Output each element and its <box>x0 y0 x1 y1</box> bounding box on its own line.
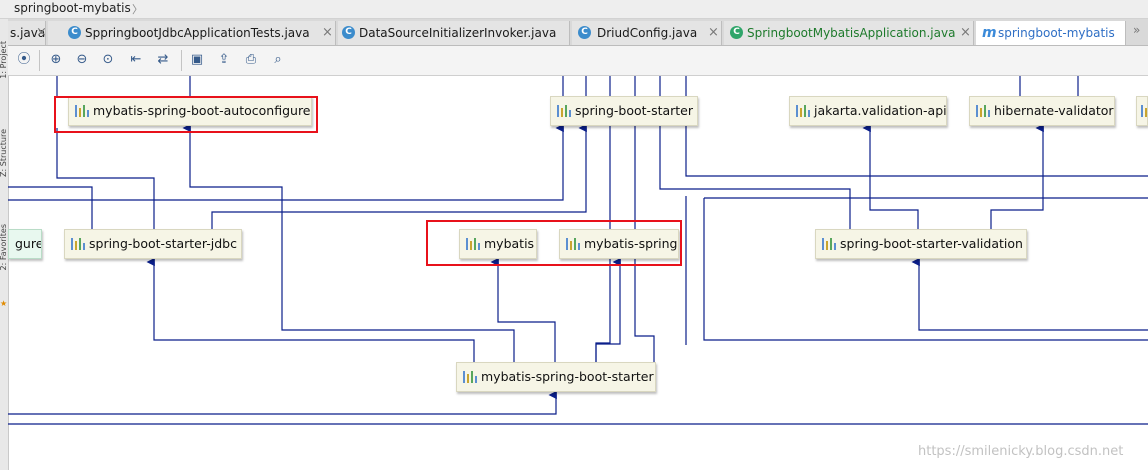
watermark: https://smilenicky.blog.csdn.net <box>918 444 1124 459</box>
zoom-out-icon[interactable]: ⊖ <box>76 52 88 67</box>
preview-icon[interactable]: ⌕ <box>274 52 282 67</box>
node-spring-boot-starter-jdbc[interactable]: spring-boot-starter-jdbc <box>64 229 242 259</box>
node-spring-boot-starter[interactable]: spring-boot-starter <box>550 96 698 126</box>
tab-label: springboot-mybatis <box>998 26 1115 40</box>
node-label: mybatis-spring <box>584 236 678 251</box>
close-icon[interactable]: × <box>36 25 46 40</box>
editor-tab-bar: s.java × C SppringbootJdbcApplicationTes… <box>8 19 1148 46</box>
node-offscreen-right[interactable] <box>1136 96 1148 126</box>
tab-label: s.java <box>10 26 46 40</box>
tab-datasource-initializer-invoker[interactable]: C DataSourceInitializerInvoker.java <box>338 21 570 45</box>
close-icon[interactable]: × <box>708 25 719 40</box>
tab-label: DriudConfig.java <box>597 26 698 40</box>
toolbar-separator <box>39 50 40 71</box>
zoom-in-icon[interactable]: ⊕ <box>50 52 62 67</box>
node-label: spring-boot-starter <box>575 103 694 118</box>
node-label: jakarta.validation-api <box>814 103 947 118</box>
node-spring-boot-starter-validation[interactable]: spring-boot-starter-validation <box>815 229 1027 259</box>
node-mybatis-spring-boot-autoconfigure[interactable]: mybatis-spring-boot-autoconfigure <box>68 96 312 126</box>
diagram-toolbar: ⦿ ⊕ ⊖ ⊙ ⇤ ⇄ ▣ ⇪ ⎙ ⌕ <box>8 46 1148 76</box>
tab-label: SpringbootMybatisApplication.java <box>747 26 956 40</box>
close-icon[interactable]: × <box>322 25 333 40</box>
node-label: spring-boot-starter-jdbc <box>89 236 237 251</box>
toolbar-separator <box>181 50 182 71</box>
tab-springboot-mybatis-application[interactable]: C SpringbootMybatisApplication.java × <box>724 21 974 45</box>
star-icon: ★ <box>0 299 8 308</box>
tab-label: SppringbootJdbcApplicationTests.java <box>85 26 310 40</box>
library-icon <box>71 238 85 250</box>
class-icon: C <box>68 26 81 39</box>
node-mybatis-spring-boot-starter[interactable]: mybatis-spring-boot-starter <box>456 362 656 392</box>
node-jakarta-validation-api[interactable]: jakarta.validation-api <box>789 96 947 126</box>
library-icon <box>796 105 810 117</box>
library-icon <box>976 105 990 117</box>
tab-label: DataSourceInitializerInvoker.java <box>359 26 557 40</box>
chevron-right-icon: 〉 <box>132 3 143 16</box>
apply-layout-icon[interactable]: ⇄ <box>157 52 169 67</box>
node-label: mybatis <box>484 236 535 251</box>
library-icon <box>566 238 580 250</box>
node-mybatis-spring[interactable]: mybatis-spring <box>559 229 679 259</box>
tab-springboot-mybatis[interactable]: m springboot-mybatis <box>976 21 1126 45</box>
node-mybatis[interactable]: mybatis <box>459 229 537 259</box>
actual-size-icon[interactable]: ⊙ <box>102 52 114 67</box>
node-label: spring-boot-starter-validation <box>840 236 1023 251</box>
node-label: gure <box>15 236 42 251</box>
node-hibernate-validator[interactable]: hibernate-validator <box>969 96 1115 126</box>
maven-icon: m <box>982 25 997 41</box>
library-icon <box>1141 105 1147 117</box>
spring-class-icon: C <box>730 26 743 39</box>
library-icon <box>557 105 571 117</box>
highlight-mybatis-group <box>426 220 682 266</box>
breadcrumb: springboot-mybatis 〉 <box>0 0 1148 19</box>
class-icon: C <box>342 26 355 39</box>
show-dependency-icon[interactable]: ⦿ <box>17 52 31 67</box>
library-icon <box>466 238 480 250</box>
library-icon <box>822 238 836 250</box>
node-label: mybatis-spring-boot-autoconfigure <box>93 103 311 118</box>
library-icon <box>463 371 477 383</box>
highlight-autoconfigure <box>54 96 318 133</box>
print-icon[interactable]: ⎙ <box>245 52 257 67</box>
node-configure-partial[interactable]: gure <box>8 229 42 259</box>
node-label: hibernate-validator <box>994 103 1114 118</box>
tab-overflow-icon[interactable]: » <box>1133 23 1141 37</box>
tab-sppringboot-jdbc-application-tests[interactable]: C SppringbootJdbcApplicationTests.java × <box>48 21 336 45</box>
export-icon[interactable]: ⇪ <box>218 52 230 67</box>
node-label: mybatis-spring-boot-starter <box>481 369 654 384</box>
library-icon <box>75 105 89 117</box>
fit-content-icon[interactable]: ⇤ <box>130 52 142 67</box>
tab-s-java[interactable]: s.java × <box>8 21 46 45</box>
tab-driud-config[interactable]: C DriudConfig.java × <box>572 21 722 45</box>
save-icon[interactable]: ▣ <box>190 52 204 67</box>
class-icon: C <box>578 26 591 39</box>
breadcrumb-label[interactable]: springboot-mybatis <box>14 1 131 15</box>
close-icon[interactable]: × <box>960 25 971 40</box>
